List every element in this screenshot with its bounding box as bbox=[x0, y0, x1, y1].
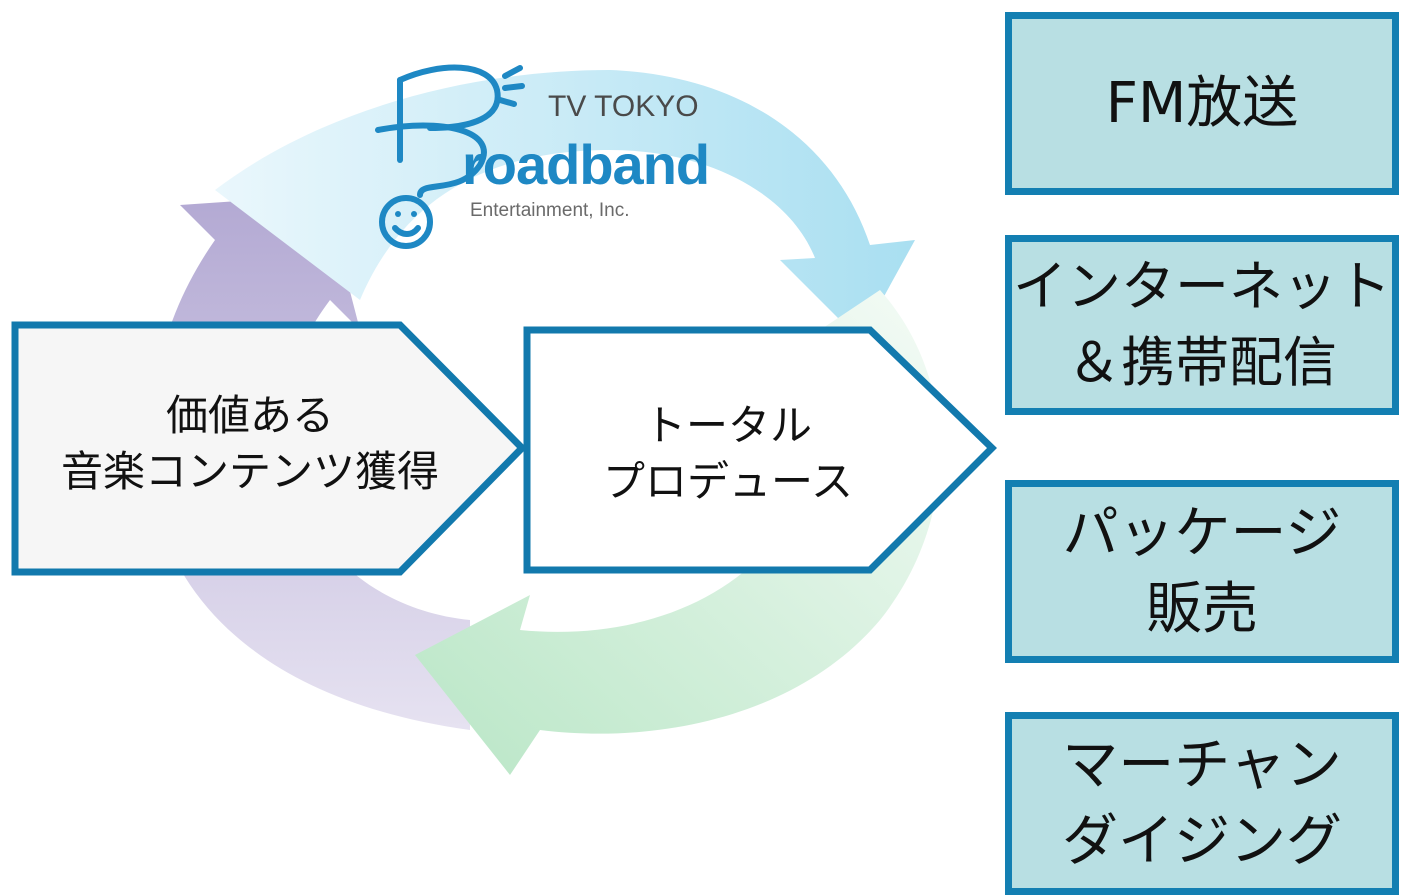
logo-tv-tokyo: TV TOKYO bbox=[548, 90, 699, 123]
cycle-arrow-green bbox=[415, 290, 940, 775]
output-package-sales: パッケージ 販売 bbox=[1005, 480, 1399, 663]
output-mer-line-1: マーチャン bbox=[1062, 732, 1342, 798]
logo-broadband: roadband bbox=[462, 133, 710, 196]
output-fm-broadcast: FM放送 bbox=[1005, 12, 1399, 195]
produce-label: トータル プロデュース bbox=[548, 398, 908, 510]
output-net-line-1: インターネット bbox=[1013, 255, 1391, 318]
output-pkg-line-2: 販売 bbox=[1146, 576, 1258, 642]
output-internet-mobile: インターネット ＆携帯配信 bbox=[1005, 235, 1399, 415]
acquire-line-2: 音楽コンテンツ獲得 bbox=[60, 447, 439, 496]
logo-eye-right bbox=[411, 211, 417, 217]
produce-line-1: トータル bbox=[643, 401, 812, 450]
produce-line-2: プロデュース bbox=[603, 457, 853, 506]
output-net-line-2: ＆携帯配信 bbox=[1067, 331, 1337, 394]
acquire-line-1: 価値ある bbox=[165, 391, 334, 440]
produce-pentagon bbox=[523, 326, 997, 574]
output-merchandising: マーチャン ダイジング bbox=[1005, 712, 1399, 895]
logo-entertainment: Entertainment, Inc. bbox=[470, 200, 630, 221]
cycle-arrow-blue bbox=[215, 70, 915, 340]
output-pkg-line-1: パッケージ bbox=[1062, 500, 1342, 566]
acquire-label: 価値ある 音楽コンテンツ獲得 bbox=[20, 388, 480, 500]
acquire-pentagon bbox=[11, 321, 527, 576]
logo-mark bbox=[375, 64, 525, 249]
output-fm-line-1: FM放送 bbox=[1105, 70, 1299, 136]
output-mer-line-2: ダイジング bbox=[1062, 808, 1342, 874]
logo-eye-left bbox=[395, 211, 401, 217]
